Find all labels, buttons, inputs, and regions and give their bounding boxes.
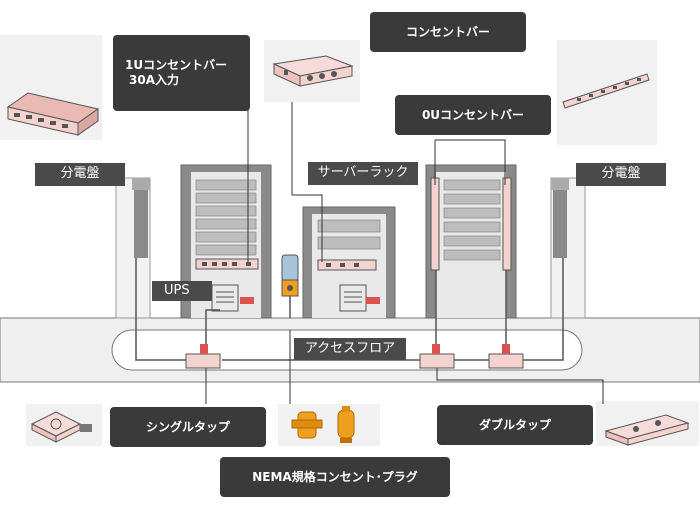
rack-right-0u-strip-left xyxy=(431,178,439,270)
label-nema: NEMA規格コンセント･プラグ xyxy=(220,457,450,497)
label-0u-power-strip: 0Uコンセントバー xyxy=(395,95,551,135)
label-power-strip: コンセントバー xyxy=(370,12,526,52)
label-access-floor: アクセスフロア xyxy=(294,338,406,360)
rack-right-0u-strip-right xyxy=(503,178,511,270)
label-ups: UPS xyxy=(152,281,212,301)
label-single-tap: シングルタップ xyxy=(110,407,266,447)
distribution-panel-left xyxy=(116,178,150,318)
plug-center-ups xyxy=(366,297,380,304)
ups-unit xyxy=(212,285,238,311)
plug-left-ups xyxy=(240,297,254,304)
distribution-panel-right xyxy=(551,178,585,318)
label-server-rack: サーバーラック xyxy=(308,162,418,185)
label-panel-right: 分電盤 xyxy=(576,163,666,186)
label-1u-power-strip-input: 30A入力 xyxy=(125,73,179,88)
label-panel-left: 分電盤 xyxy=(35,163,125,186)
label-1u-power-strip: 1Uコンセントバー 30A入力 xyxy=(113,35,250,111)
rack-right xyxy=(426,165,516,318)
label-double-tap: ダブルタップ xyxy=(437,405,593,445)
rack-center xyxy=(303,207,395,318)
nema-receptacle xyxy=(282,255,298,296)
label-1u-power-strip-name: 1Uコンセントバー xyxy=(125,58,227,73)
